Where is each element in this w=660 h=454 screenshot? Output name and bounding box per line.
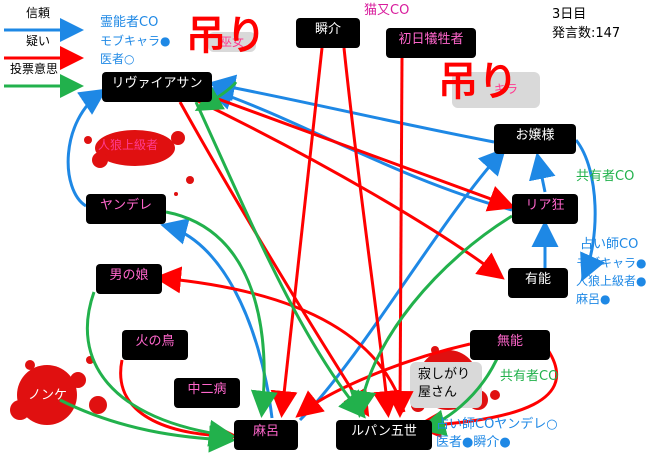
dead-name-lonely: 寂しがり屋さん (418, 367, 471, 400)
annotation-medium-co-line3: 医者○ (100, 52, 135, 66)
hanged-mark-left: 吊り (186, 13, 266, 59)
node-leviathan[interactable]: リヴァイアサン (102, 72, 212, 102)
node-hinotori[interactable]: 火の鳥 (122, 330, 188, 360)
dead-box-miko (208, 32, 256, 52)
dead-box-lonely (410, 362, 482, 408)
legend-arrows (4, 18, 84, 98)
blood-splat-top (174, 176, 194, 196)
legend-trust-label: 信頼 (26, 6, 51, 20)
arrow-doubt-lupin-otokonoko (154, 266, 406, 413)
node-yuunou[interactable]: 有能 (508, 268, 568, 298)
node-riajuu[interactable]: リア狂 (512, 194, 578, 224)
arrow-doubt-first-lupin (386, 57, 414, 418)
blood-splat-nonke (10, 356, 107, 425)
arrow-trust-yandere-levi (66, 88, 107, 208)
annotation-seer-co-line4: 麻呂● (576, 292, 611, 306)
annotation-medium-co-line1: 霊能者CO (100, 15, 159, 30)
annotation-sharer-co-1: 共有者CO (576, 169, 635, 184)
arrow-trust-ojou-levi (208, 74, 495, 144)
hanged-mark-right: 吊り (438, 59, 518, 105)
arrow-doubt-levi-yuunou (195, 98, 505, 280)
arrow-vote-otokonoko-maro (85, 291, 236, 447)
node-ojousama[interactable]: お嬢様 (494, 124, 576, 154)
day-label: 3日目 (552, 7, 587, 22)
arrow-trust-ojou-yuunou (574, 139, 605, 282)
arrow-vote-yandere-maro (165, 210, 278, 418)
dead-name-kira: キラ (494, 82, 519, 96)
arrow-vote-nonke-maro (59, 398, 236, 453)
annotation-sharer-co-2: 共有者CO (500, 369, 559, 384)
dead-name-werewolf-senior: 人狼上級者 (98, 138, 159, 152)
node-shunsuke[interactable]: 瞬介 (296, 18, 360, 48)
annotation-seer-co-line1: 占い師CO (580, 237, 639, 252)
legend-doubt-label: 疑い (26, 34, 51, 48)
node-yandere[interactable]: ヤンデレ (86, 194, 166, 224)
node-maro[interactable]: 麻呂 (234, 420, 298, 450)
node-otokonoko[interactable]: 男の娘 (96, 264, 162, 294)
arrow-vote-ojou-levi (194, 81, 238, 111)
blood-splat-werewolf-senior (84, 130, 185, 168)
dead-name-miko: 巫女 (220, 35, 245, 49)
annotation-cat-co: 猫又CO (364, 3, 410, 18)
arrow-doubt-shunsuke-lupin (342, 47, 400, 418)
annotation-seer-co-2-line1: 占い師COヤンデレ○ (436, 417, 558, 432)
node-chuunibyou[interactable]: 中二病 (174, 378, 240, 408)
node-lupin[interactable]: ルパン五世 (336, 420, 432, 450)
arrow-doubt-shunsuke-maro (270, 47, 324, 418)
legend-vote-label: 投票意思 (10, 62, 59, 76)
speech-count: 発言数:147 (552, 26, 621, 41)
arrow-doubt-levi-riajuu (209, 94, 516, 212)
node-first-sacrifice[interactable]: 初日犠牲者 (386, 28, 476, 58)
dead-name-nonke: ノンケ (28, 388, 68, 403)
annotation-seer-co-line2: モブキャラ● (576, 256, 647, 270)
arrow-doubt-muno-lupin (414, 349, 559, 439)
dead-box-kira (452, 72, 540, 108)
annotation-seer-co-line3: 人狼上級者● (576, 274, 647, 288)
arrow-vote-riajuu-lupin (349, 214, 513, 418)
arrow-trust-riajuu-ojou (529, 152, 556, 193)
arrow-vote-levi-lupin (194, 101, 366, 419)
annotation-medium-co-line2: モブキャラ● (100, 34, 171, 48)
annotation-seer-co-2-line2: 医者●瞬介● (436, 435, 511, 450)
arrow-doubt-levi-lupin (178, 101, 370, 418)
node-muno[interactable]: 無能 (470, 330, 550, 360)
